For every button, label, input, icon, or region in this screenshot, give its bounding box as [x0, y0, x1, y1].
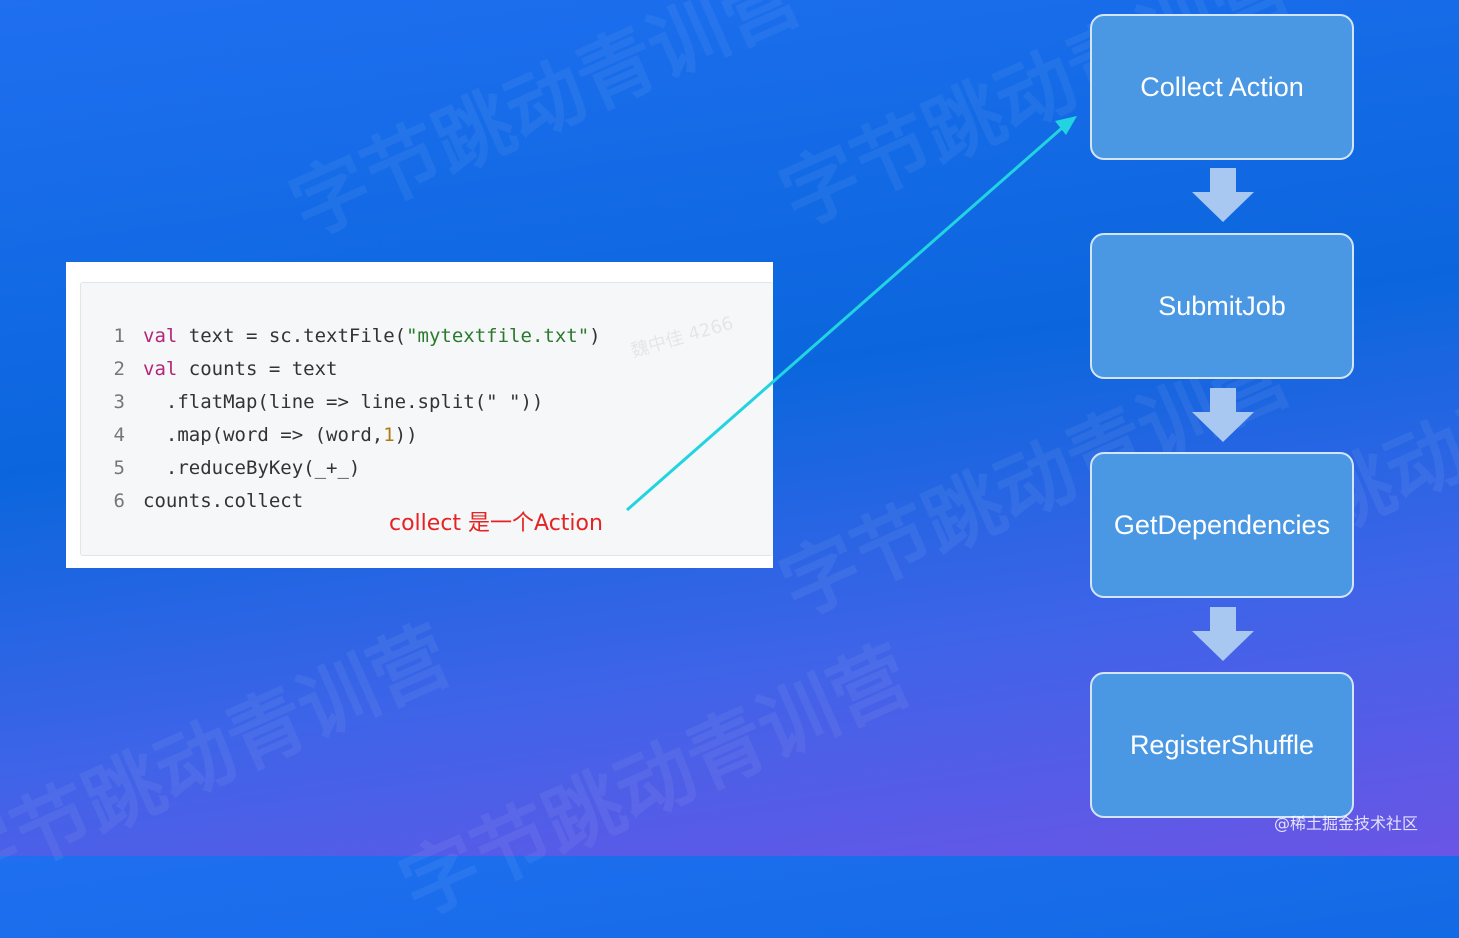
watermark-text: 字节跳动青训营	[0, 610, 464, 915]
step-register-shuffle: RegisterShuffle	[1090, 672, 1354, 818]
code-number: 1	[383, 424, 395, 446]
code-line: 1 val text = sc.textFile("mytextfile.txt"…	[81, 320, 601, 353]
line-number: 4	[113, 424, 125, 446]
code-token: text = sc.textFile(	[177, 325, 407, 347]
step-label: Collect Action	[1140, 71, 1304, 102]
code-token: .flatMap(line => line.split(" "))	[143, 391, 544, 413]
code-block: 1 val text = sc.textFile("mytextfile.txt"…	[80, 282, 773, 556]
code-annotation: collect 是一个Action	[389, 511, 603, 536]
code-string: "mytextfile.txt"	[406, 325, 590, 347]
step-get-dependencies: GetDependencies	[1090, 452, 1354, 598]
line-number: 3	[113, 391, 125, 413]
code-token: .reduceByKey(_+_)	[143, 457, 361, 479]
code-token: counts = text	[177, 358, 338, 380]
code-token: )	[589, 325, 601, 347]
code-keyword: val	[143, 358, 178, 380]
line-number: 1	[113, 325, 125, 347]
down-arrow-icon	[1192, 388, 1254, 442]
code-watermark: 魏中佳 4266	[628, 312, 736, 363]
code-line: 6 counts.collect	[81, 485, 304, 518]
code-token: counts.collect	[143, 490, 304, 512]
watermark-text: 字节跳动青训营	[388, 630, 924, 935]
step-collect-action: Collect Action	[1090, 14, 1354, 160]
source-credit: @稀土掘金技术社区	[1274, 814, 1419, 833]
code-keyword: val	[143, 325, 178, 347]
step-submit-job: SubmitJob	[1090, 233, 1354, 379]
code-line: 5 .reduceByKey(_+_)	[81, 452, 361, 485]
line-number: 6	[113, 490, 125, 512]
down-arrow-icon	[1192, 607, 1254, 661]
step-label: SubmitJob	[1158, 290, 1286, 321]
line-number: 5	[113, 457, 125, 479]
watermark-text: 字节跳动青训营	[278, 0, 814, 255]
code-card: 1 val text = sc.textFile("mytextfile.txt"…	[66, 262, 773, 568]
code-line: 4 .map(word => (word,1))	[81, 419, 418, 452]
step-label: GetDependencies	[1113, 509, 1331, 540]
code-token: .map(word => (word,	[143, 424, 384, 446]
down-arrow-icon	[1192, 168, 1254, 222]
line-number: 2	[113, 358, 125, 380]
code-token: ))	[394, 424, 418, 446]
step-label: RegisterShuffle	[1129, 729, 1315, 760]
code-line: 2 val counts = text	[81, 353, 338, 386]
code-line: 3 .flatMap(line => line.split(" "))	[81, 386, 544, 419]
